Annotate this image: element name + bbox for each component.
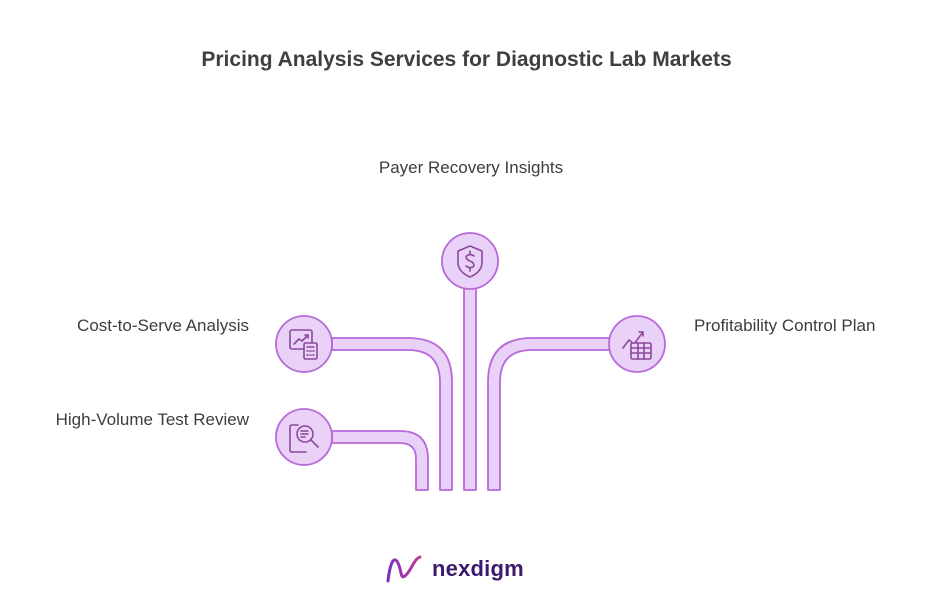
label-cost-to-serve-analysis: Cost-to-Serve Analysis	[77, 316, 249, 335]
brand-name: nexdigm	[432, 556, 524, 581]
document-magnifier-icon	[289, 424, 319, 453]
page-title: Pricing Analysis Services for Diagnostic…	[201, 48, 732, 71]
label-high-volume-test-review: High-Volume Test Review	[55, 410, 249, 429]
label-profitability-control-plan: Profitability Control Plan	[694, 316, 876, 335]
nexdigm-logo-icon	[386, 555, 422, 583]
connector-cost	[331, 337, 453, 491]
connector-prof	[487, 337, 611, 491]
label-payer-recovery-insights: Payer Recovery Insights	[378, 158, 564, 177]
connector-high	[331, 430, 429, 491]
trend-table-icon	[622, 331, 652, 360]
brand-logo: nexdigm	[384, 552, 524, 586]
shield-dollar-icon	[457, 245, 483, 278]
chart-calculator-icon	[289, 329, 318, 360]
connector-center	[463, 285, 477, 491]
